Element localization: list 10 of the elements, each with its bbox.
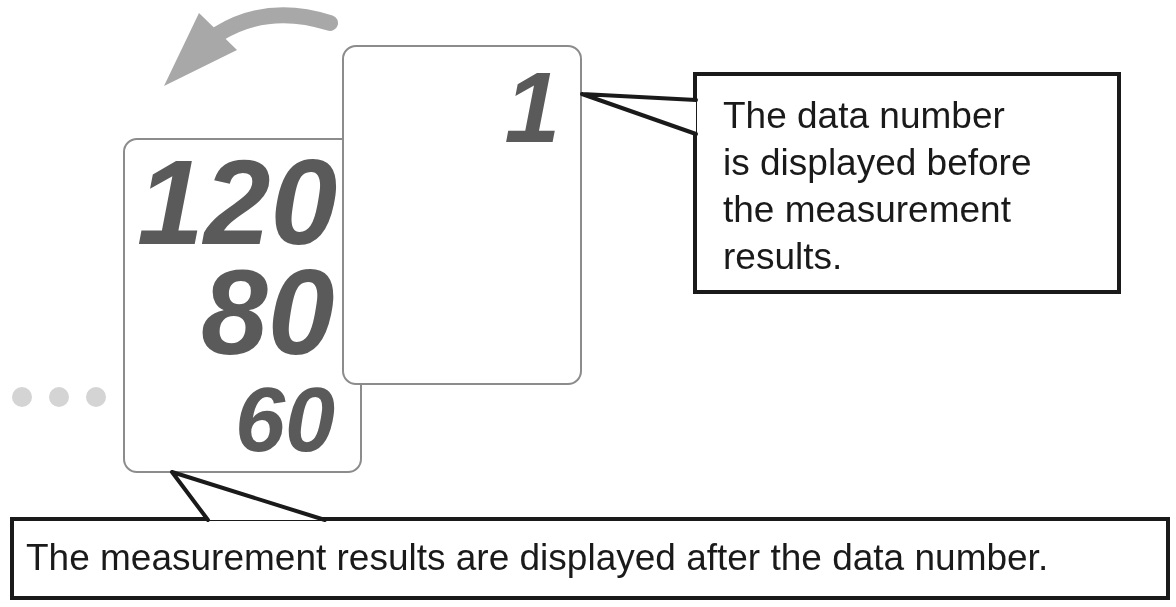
callout-text: The measurement results are displayed after the data number. (26, 536, 1049, 580)
display-screen (342, 45, 582, 385)
display-reading: 60 (235, 380, 337, 461)
callout-pointer (170, 470, 327, 522)
display-reading: 120 (137, 148, 339, 256)
callout-box (693, 72, 1121, 294)
callout-pointer (580, 92, 698, 136)
callout-text: The data number is displayed before the measurement results. (723, 94, 1033, 279)
display-reading: 80 (201, 258, 336, 366)
display-reading: 1 (504, 62, 561, 152)
